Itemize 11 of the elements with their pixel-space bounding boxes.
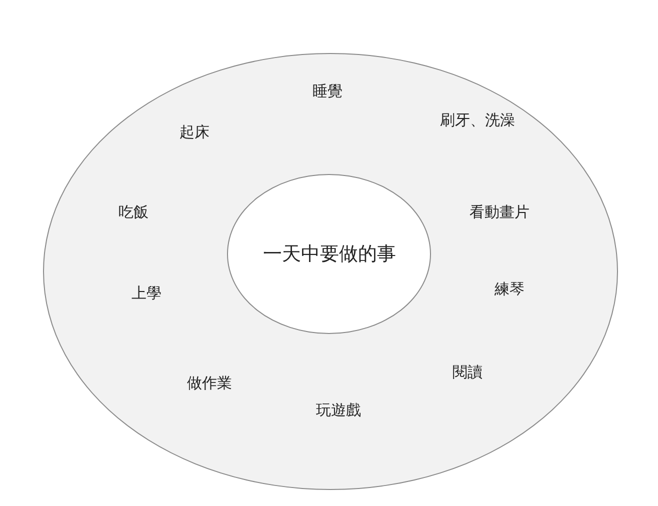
- activity-label: 閱讀: [452, 363, 482, 382]
- activity-label: 起床: [179, 123, 210, 142]
- center-ellipse: 一天中要做的事: [227, 174, 432, 334]
- activity-label: 練琴: [494, 280, 524, 298]
- activity-label: 睡覺: [312, 82, 342, 100]
- activity-label: 做作業: [186, 374, 232, 392]
- activity-label: 上學: [131, 284, 162, 302]
- activity-label: 玩遊戲: [316, 401, 361, 420]
- activity-label: 看動畫片: [469, 203, 530, 222]
- activity-label: 吃飯: [118, 203, 148, 222]
- activity-label: 刷牙、洗澡: [440, 111, 515, 130]
